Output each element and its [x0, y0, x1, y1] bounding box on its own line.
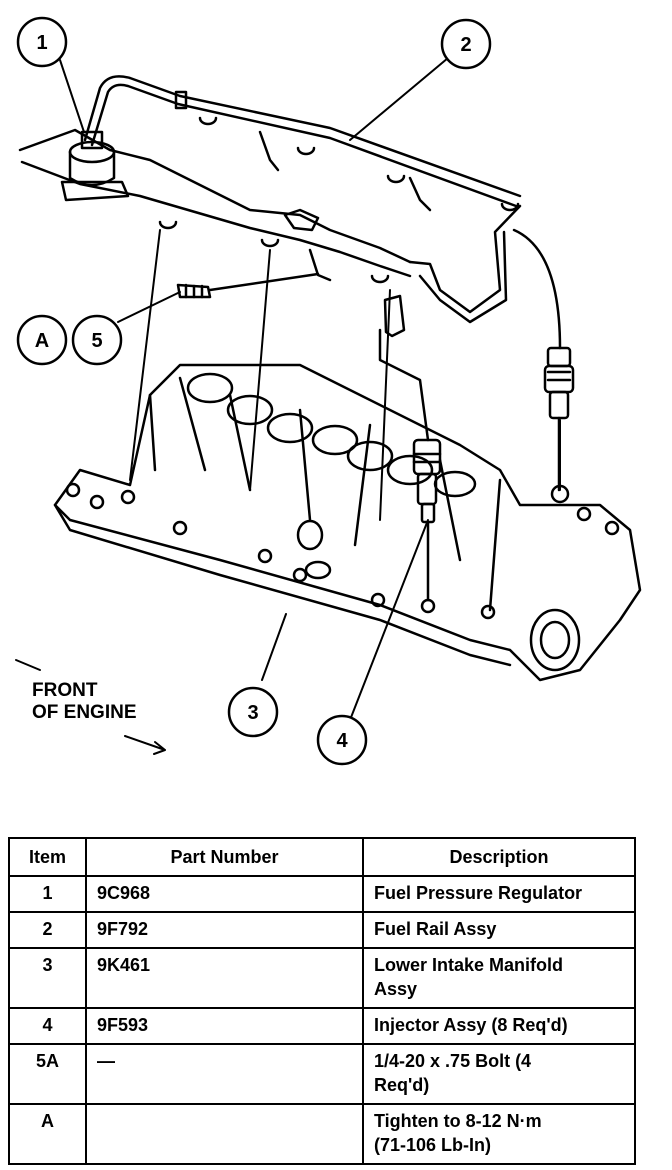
front-arrow [124, 735, 166, 755]
callout-3-label: 3 [247, 702, 258, 724]
leader-line-5 [117, 291, 181, 323]
table-row: 2 9F792 Fuel Rail Assy [8, 911, 636, 949]
row-part-number: 9K461 [85, 947, 364, 1009]
row-description: Injector Assy (8 Req'd) [362, 1007, 636, 1045]
front-label-line2: OF ENGINE [32, 702, 137, 723]
parts-table: Item Part Number Description 1 9C968 Fue… [8, 837, 636, 1165]
row-item: A [8, 1103, 87, 1165]
leader-line-1 [59, 59, 85, 133]
row-description-line1: 1/4-20 x .75 Bolt (4 [374, 1051, 532, 1071]
callout-5-label: 5 [91, 330, 102, 352]
row-description-line1: Injector Assy (8 Req'd) [374, 1015, 568, 1035]
table-row: A Tighten to 8-12 N·m (71-106 Lb-In) [8, 1103, 636, 1165]
callout-3-circle [227, 686, 279, 738]
fuel-rail-assembly [18, 75, 522, 338]
callout-2-label: 2 [460, 34, 471, 56]
row-description-line2: (71-106 Lb-In) [374, 1135, 492, 1155]
table-row: 4 9F593 Injector Assy (8 Req'd) [8, 1007, 636, 1045]
lower-intake-manifold [53, 363, 642, 682]
injector-right [512, 228, 575, 492]
row-description-line1: Lower Intake Manifold [374, 955, 564, 975]
row-part-number [85, 1103, 364, 1165]
front-label-line1: FRONT [32, 680, 98, 701]
row-item: 3 [8, 947, 87, 1009]
row-item: 5A [8, 1043, 87, 1105]
callout-5-circle [71, 314, 123, 366]
row-description: Tighten to 8-12 N·m (71-106 Lb-In) [362, 1103, 636, 1165]
row-description-line1: Fuel Rail Assy [374, 919, 497, 939]
table-row: 1 9C968 Fuel Pressure Regulator [8, 875, 636, 913]
row-description-line2: Assy [374, 979, 418, 999]
callout-4-circle [316, 714, 368, 766]
front-arrow-line [15, 659, 41, 671]
callout-a-circle [16, 314, 68, 366]
row-description: Fuel Pressure Regulator [362, 875, 636, 913]
row-description: Fuel Rail Assy [362, 911, 636, 949]
row-item: 4 [8, 1007, 87, 1045]
table-row: 5A — 1/4-20 x .75 Bolt (4 Req'd) [8, 1043, 636, 1105]
row-description: 1/4-20 x .75 Bolt (4 Req'd) [362, 1043, 636, 1105]
row-part-number: 9C968 [85, 875, 364, 913]
row-description-line2: Req'd) [374, 1075, 430, 1095]
callout-4-label: 4 [336, 730, 348, 752]
header-description: Description [362, 837, 636, 877]
fuel-pressure-regulator [60, 130, 130, 202]
fuel-rail-manifold-diagram: 1 2 3 4 5 A FRONT OF ENGINE [15, 16, 642, 766]
row-item: 1 [8, 875, 87, 913]
callout-a-label: A [35, 330, 49, 352]
callout-2-circle [440, 18, 492, 70]
leader-line-2 [349, 57, 449, 141]
row-description-line1: Tighten to 8-12 N·m [374, 1111, 542, 1131]
row-description-line1: Fuel Pressure Regulator [374, 883, 583, 903]
callout-1-label: 1 [36, 32, 47, 54]
callout-1-circle [16, 16, 68, 68]
row-part-number: 9F792 [85, 911, 364, 949]
row-part-number: 9F593 [85, 1007, 364, 1045]
row-part-number: — [85, 1043, 364, 1105]
header-part-number: Part Number [85, 837, 364, 877]
header-item: Item [8, 837, 87, 877]
leader-line-3 [261, 613, 287, 681]
row-item: 2 [8, 911, 87, 949]
dashed-guide [129, 229, 561, 521]
bolt [176, 272, 320, 299]
table-header-row: Item Part Number Description [8, 837, 636, 877]
leader-line-4 [349, 519, 429, 721]
